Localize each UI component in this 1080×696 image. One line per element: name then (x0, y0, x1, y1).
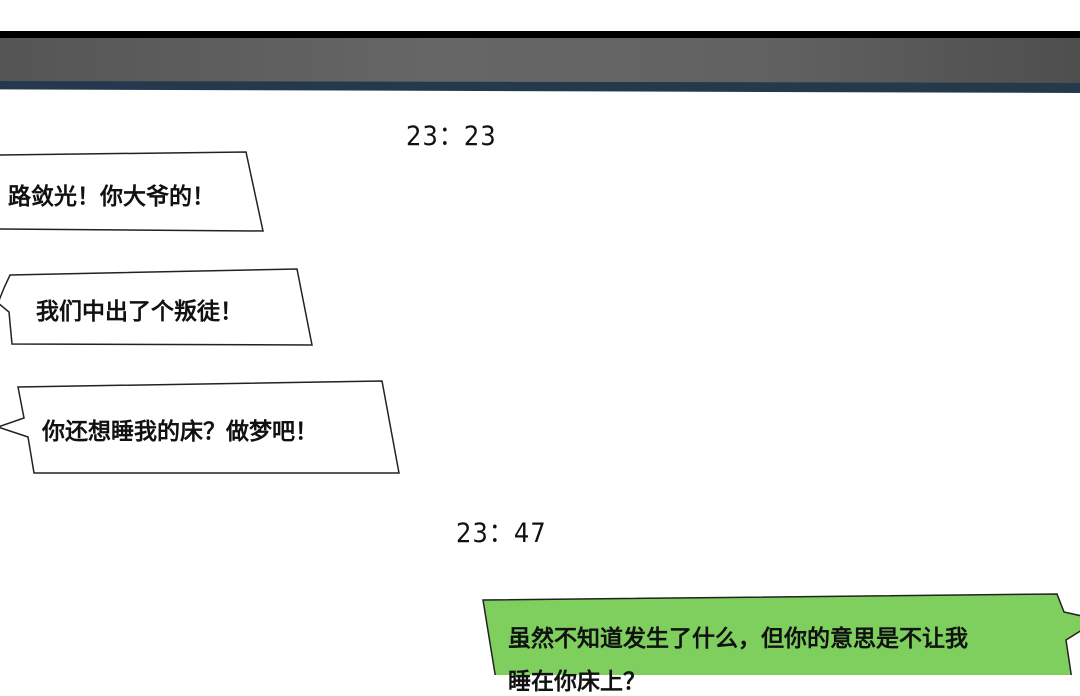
bubble-shapes (0, 151, 1080, 675)
chat-header-bar (0, 38, 1080, 83)
bubble-shape-1 (0, 151, 264, 232)
bubble-shape-3 (0, 380, 400, 474)
message-bubble[interactable]: 路敛光！你大爷的！ (8, 184, 215, 210)
bubble-shape-4 (482, 593, 1080, 675)
timestamp: 23：23 (406, 121, 497, 152)
message-bubble[interactable]: 你还想睡我的床？做梦吧！ (42, 419, 318, 445)
top-bar-border (0, 31, 1080, 38)
header-stripe (0, 81, 1080, 93)
bubble-shape-2 (0, 268, 313, 346)
message-bubble[interactable]: 我们中出了个叛徒！ (36, 299, 243, 325)
message-bubble-line2[interactable]: 睡在你床上？ (508, 669, 646, 695)
message-bubble[interactable]: 虽然不知道发生了什么，但你的意思是不让我 (508, 626, 968, 652)
timestamp: 23：47 (456, 518, 547, 549)
